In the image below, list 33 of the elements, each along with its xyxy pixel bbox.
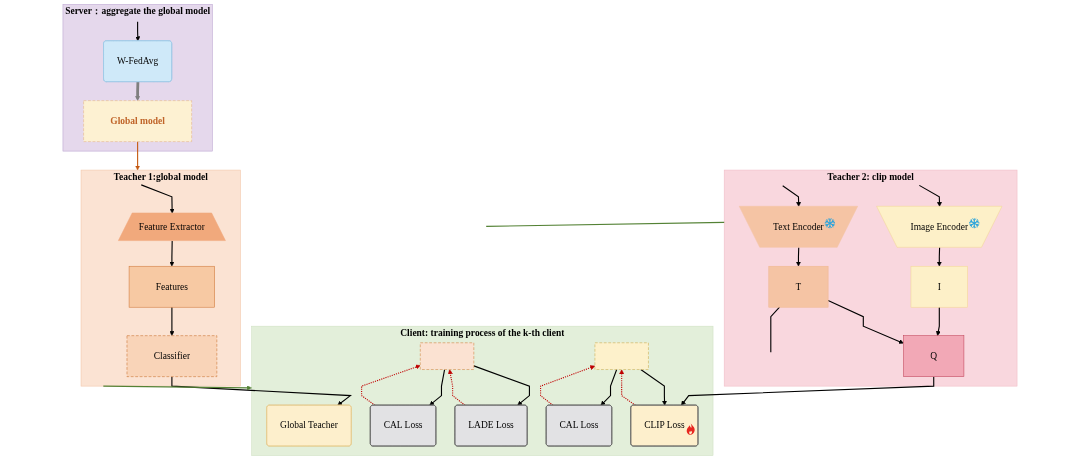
arrow — [935, 306, 941, 336]
arrow — [102, 385, 252, 391]
node-box: Q — [903, 335, 965, 377]
arrow — [796, 247, 801, 267]
arrow — [169, 240, 175, 267]
arrow — [473, 365, 530, 406]
arrow — [681, 376, 935, 406]
arrow — [936, 247, 942, 267]
arrow — [782, 185, 802, 207]
connector — [770, 306, 781, 353]
arrow — [169, 306, 175, 336]
arrow — [135, 141, 141, 171]
arrow — [540, 365, 596, 406]
arrow — [429, 368, 446, 406]
arrow — [640, 368, 667, 406]
arrow — [447, 369, 466, 406]
arrow — [135, 21, 141, 42]
node-box: T — [768, 265, 829, 308]
node-box — [420, 342, 475, 370]
node-box: Classifier — [126, 335, 218, 377]
node-box: Features — [128, 265, 215, 308]
arrow — [135, 81, 141, 101]
arrow — [619, 369, 636, 406]
node-box — [594, 342, 649, 370]
node-box: I — [910, 265, 968, 308]
arrow — [918, 184, 942, 207]
arrow — [140, 184, 175, 214]
node-box: Global model — [83, 100, 192, 142]
arrow — [171, 376, 352, 406]
connector — [485, 221, 725, 227]
arrow — [600, 368, 618, 406]
arrow — [827, 299, 904, 344]
arrow — [361, 364, 421, 406]
